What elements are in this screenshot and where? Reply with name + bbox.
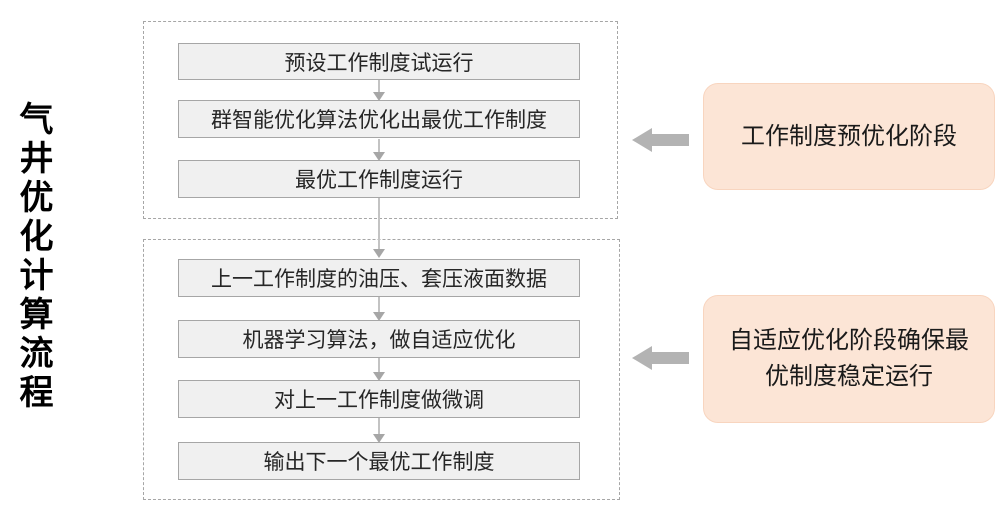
flow-step-optimal-run: 最优工作制度运行 xyxy=(178,160,580,198)
flow-step-swarm-optimization: 群智能优化算法优化出最优工作制度 xyxy=(178,100,580,138)
flow-step-pressure-data: 上一工作制度的油压、套压液面数据 xyxy=(178,259,580,297)
arrow-down-icon xyxy=(372,358,386,381)
arrow-left-icon xyxy=(632,128,689,152)
stage2-callout: 自适应优化阶段确保最优制度稳定运行 xyxy=(703,295,995,423)
stage2-container xyxy=(143,239,620,500)
arrow-down-icon xyxy=(372,297,386,321)
flow-step-preset-trial-run: 预设工作制度试运行 xyxy=(178,43,580,80)
arrow-down-icon xyxy=(372,80,386,101)
diagram-title: 气井优化计算流程 xyxy=(14,101,52,413)
arrow-down-icon xyxy=(372,418,386,443)
flow-step-machine-learning: 机器学习算法，做自适应优化 xyxy=(178,320,580,358)
arrow-down-icon xyxy=(372,198,386,258)
arrow-down-icon xyxy=(372,139,386,161)
flow-step-output-next: 输出下一个最优工作制度 xyxy=(178,442,580,480)
flow-step-fine-tune: 对上一工作制度做微调 xyxy=(178,380,580,418)
stage1-container xyxy=(143,21,618,219)
stage1-callout: 工作制度预优化阶段 xyxy=(703,83,995,190)
arrow-left-icon xyxy=(632,346,689,370)
